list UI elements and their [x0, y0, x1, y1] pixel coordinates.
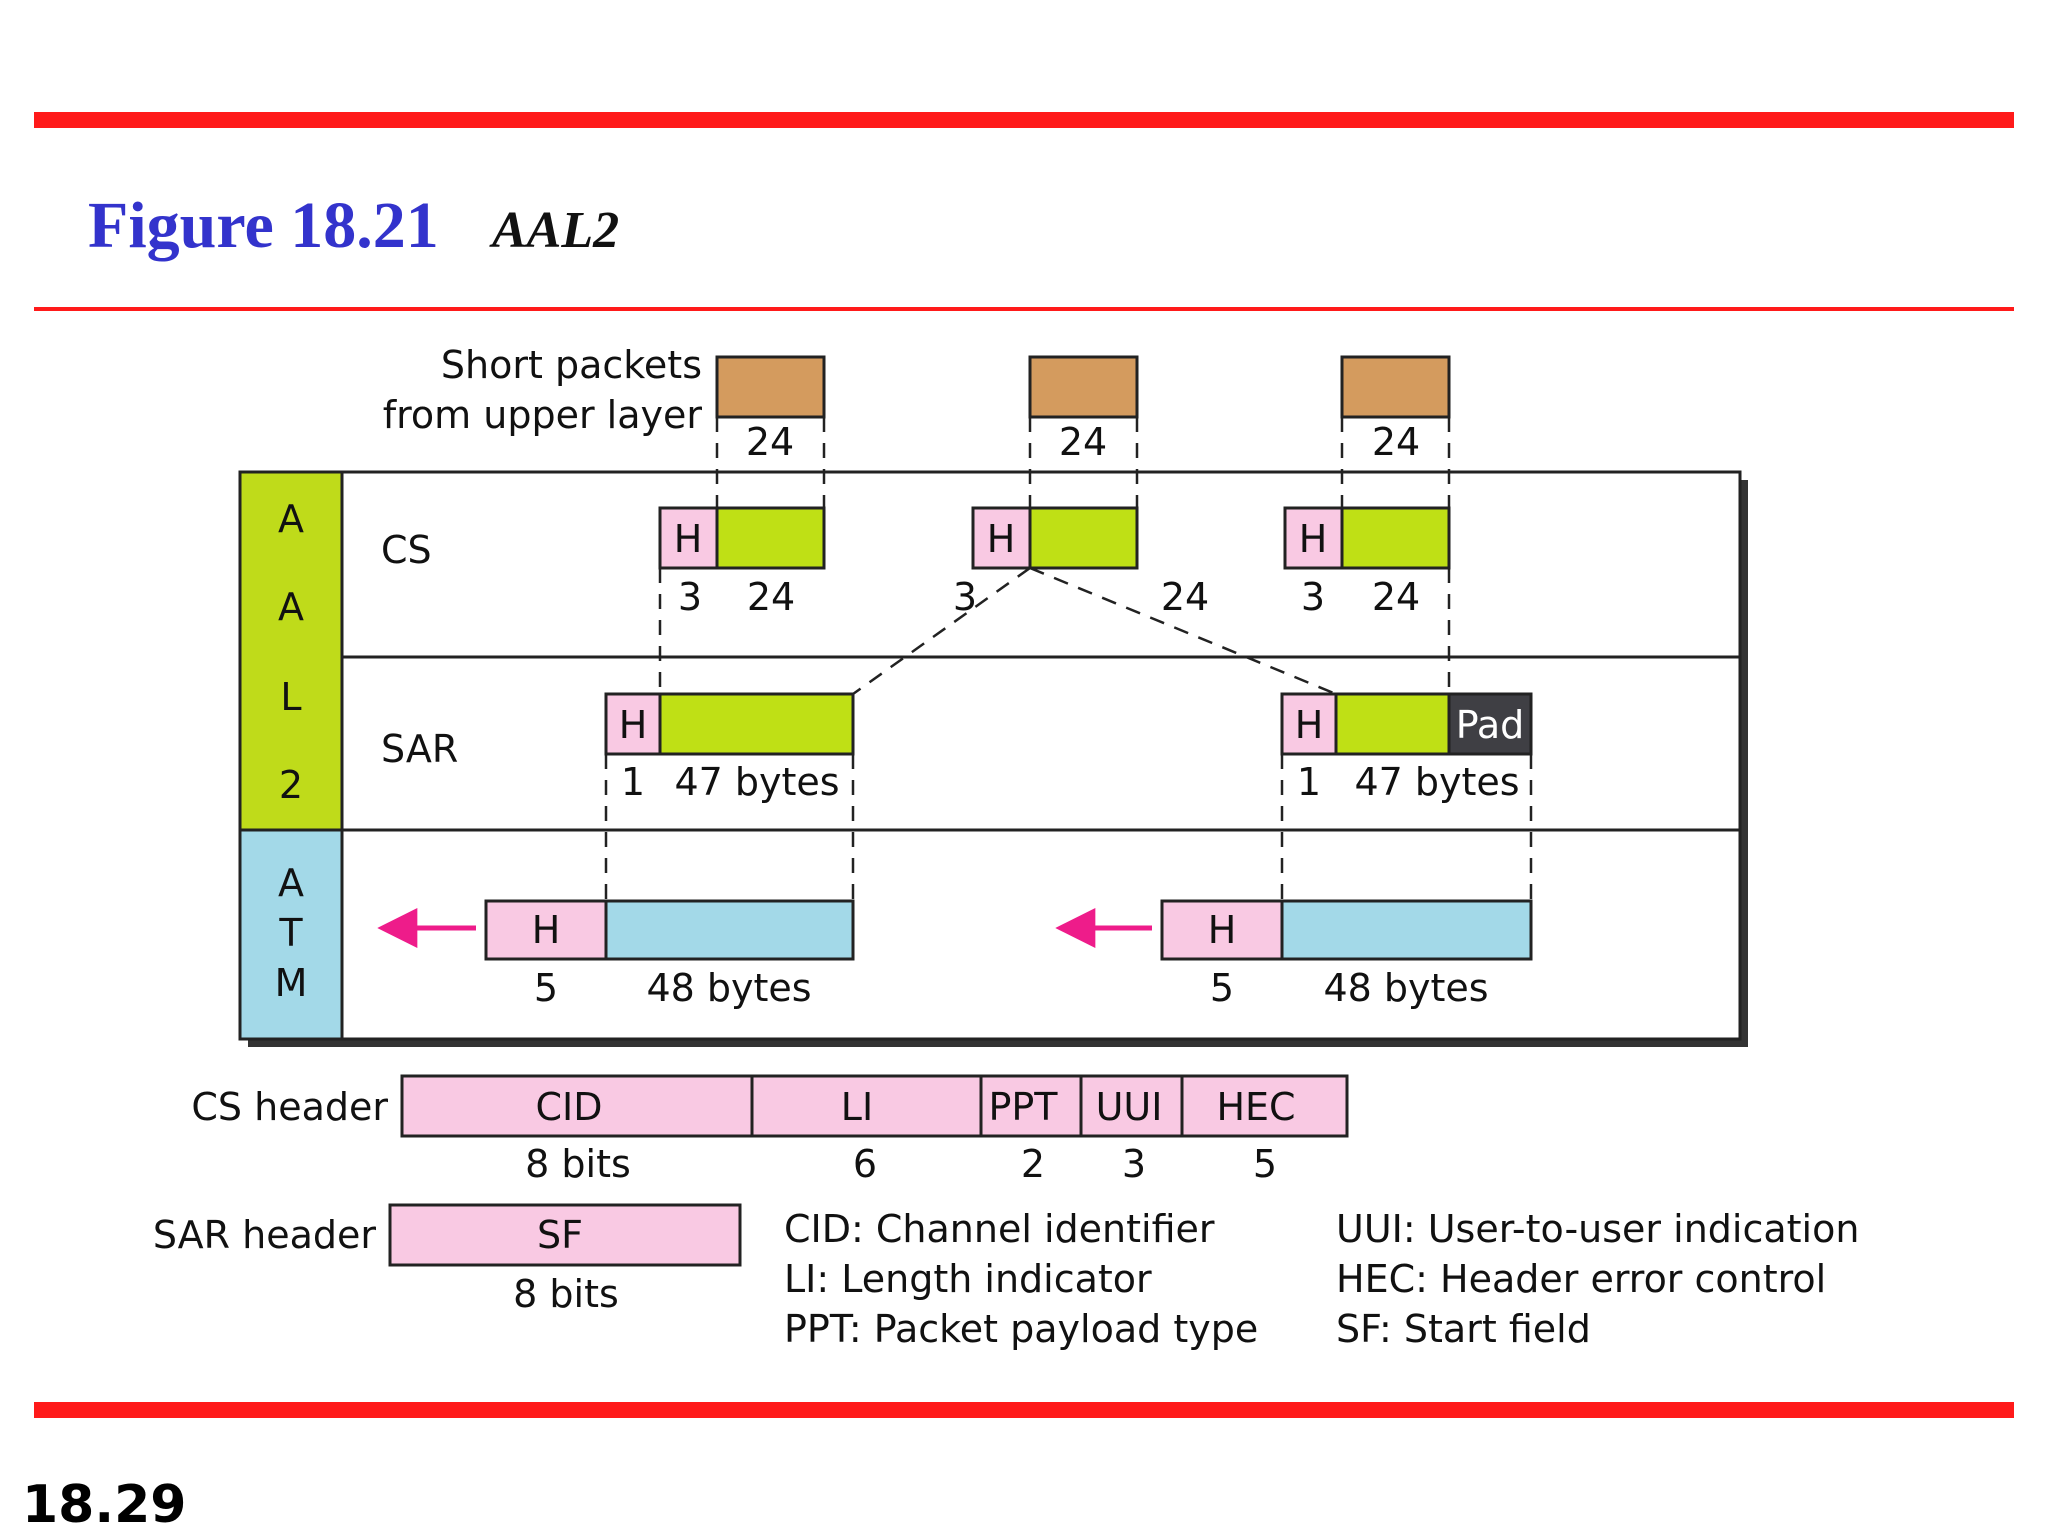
short-packet-1	[715, 355, 826, 419]
sar-packet-1-h: H	[619, 703, 648, 747]
aal2-band	[238, 470, 344, 832]
upper-label-line2: from upper layer	[383, 393, 703, 437]
cs-header-label: CS header	[191, 1085, 388, 1129]
atm-cell-2-payload	[1280, 899, 1533, 961]
atm-letter-a: A	[278, 861, 304, 905]
row-label-sar: SAR	[381, 727, 458, 771]
aal2-letter-2: 2	[279, 763, 303, 807]
cs-packet-3-h: H	[1299, 517, 1328, 561]
upper-label-line1: Short packets	[441, 343, 702, 387]
sar-packet-2-header	[1280, 692, 1338, 756]
sar-packet-1-header-len: 1	[621, 760, 645, 804]
cs-header-field-hec	[1180, 1074, 1349, 1138]
sar-packet-2-pad	[1447, 692, 1533, 756]
legend-ppt: PPT: Packet payload type	[784, 1307, 1258, 1351]
sar-packet-1-payload-len: 47 bytes	[674, 760, 839, 804]
short-packet-3-size: 24	[1372, 420, 1420, 464]
sar-packet-2-header-len: 1	[1297, 760, 1321, 804]
cs-field-uui-bits: 3	[1122, 1142, 1146, 1186]
cs-field-ppt-name: PPT	[988, 1085, 1058, 1129]
sar-field-sf-bits: 8 bits	[513, 1272, 619, 1316]
bottom-red-rule	[34, 1402, 2014, 1418]
atm-cell-1-h: H	[532, 908, 561, 952]
atm-cell-2-header-len: 5	[1210, 966, 1234, 1010]
legend-li: LI: Length indicator	[784, 1257, 1152, 1301]
short-packet-2-size: 24	[1059, 420, 1107, 464]
short-packet-1-size: 24	[746, 420, 794, 464]
cs-packet-3-header	[1283, 506, 1344, 570]
legend-cid: CID: Channel identifier	[784, 1207, 1215, 1251]
cs-packet-3-header-len: 3	[1301, 575, 1325, 619]
cs-header-field-uui	[1079, 1074, 1184, 1138]
cs-field-li-bits: 6	[853, 1142, 877, 1186]
sar-header-field-sf	[388, 1203, 742, 1267]
atm-cell-1-header-len: 5	[534, 966, 558, 1010]
atm-cell-1-payload	[604, 899, 855, 961]
cs-field-cid-bits: 8 bits	[525, 1142, 631, 1186]
atm-letter-t: T	[278, 911, 303, 955]
cs-field-uui-name: UUI	[1096, 1085, 1163, 1129]
row-label-cs: CS	[381, 528, 432, 572]
top-red-rule	[34, 112, 2014, 128]
atm-cell-1-header	[484, 899, 608, 961]
aal2-letter-a2: A	[278, 585, 304, 629]
legend-uui: UUI: User-to-user indication	[1336, 1207, 1859, 1251]
cs-packet-2-header	[971, 506, 1032, 570]
sar-packet-2-h: H	[1295, 703, 1324, 747]
cs-packet-2-payload	[1028, 506, 1139, 570]
sar-pad-label: Pad	[1456, 703, 1525, 747]
page-number: 18.29	[22, 1475, 186, 1535]
atm-cell-2-header	[1160, 899, 1284, 961]
cs-packet-2-payload-len: 24	[1161, 575, 1209, 619]
cs-packet-1-header-len: 3	[678, 575, 702, 619]
sar-packet-2-payload	[1334, 692, 1451, 756]
figure-label: Figure 18.21	[88, 189, 439, 262]
short-packet-2	[1028, 355, 1139, 419]
cs-packet-2-header-len: 3	[953, 575, 977, 619]
cs-packet-1-payload	[715, 506, 826, 570]
sar-header-label: SAR header	[153, 1213, 377, 1257]
sar-packet-1-payload	[658, 692, 855, 756]
cs-field-ppt-bits: 2	[1021, 1142, 1045, 1186]
dashed-guides	[604, 417, 1533, 901]
cs-field-li-name: LI	[841, 1085, 873, 1129]
cs-packet-2-h: H	[987, 517, 1016, 561]
atm-letter-m: M	[275, 961, 308, 1005]
legend-hec: HEC: Header error control	[1336, 1257, 1826, 1301]
atm-cell-2-payload-len: 48 bytes	[1323, 966, 1488, 1010]
aal2-letter-l: L	[280, 675, 301, 719]
atm-cell-2-h: H	[1208, 908, 1237, 952]
cs-packet-1-h: H	[674, 517, 703, 561]
cs-header-field-cid	[400, 1074, 754, 1138]
cs-field-cid-name: CID	[535, 1085, 602, 1129]
legend-sf: SF: Start field	[1336, 1307, 1591, 1351]
cs-packet-3-payload	[1340, 506, 1451, 570]
cs-packet-3-payload-len: 24	[1372, 575, 1420, 619]
aal2-letter-a1: A	[278, 497, 304, 541]
figure-title: AAL2	[489, 202, 619, 259]
sar-packet-2-payload-len: 47 bytes	[1354, 760, 1519, 804]
short-packet-3	[1340, 355, 1451, 419]
cs-header-field-li	[750, 1074, 983, 1138]
atm-cell-1-payload-len: 48 bytes	[646, 966, 811, 1010]
title-underline	[34, 307, 2014, 311]
sar-field-sf-name: SF	[537, 1213, 583, 1257]
atm-band	[238, 828, 344, 1041]
cs-field-hec-name: HEC	[1216, 1085, 1295, 1129]
cs-field-hec-bits: 5	[1253, 1142, 1277, 1186]
cs-packet-1-payload-len: 24	[747, 575, 795, 619]
cs-header-field-ppt	[979, 1074, 1083, 1138]
